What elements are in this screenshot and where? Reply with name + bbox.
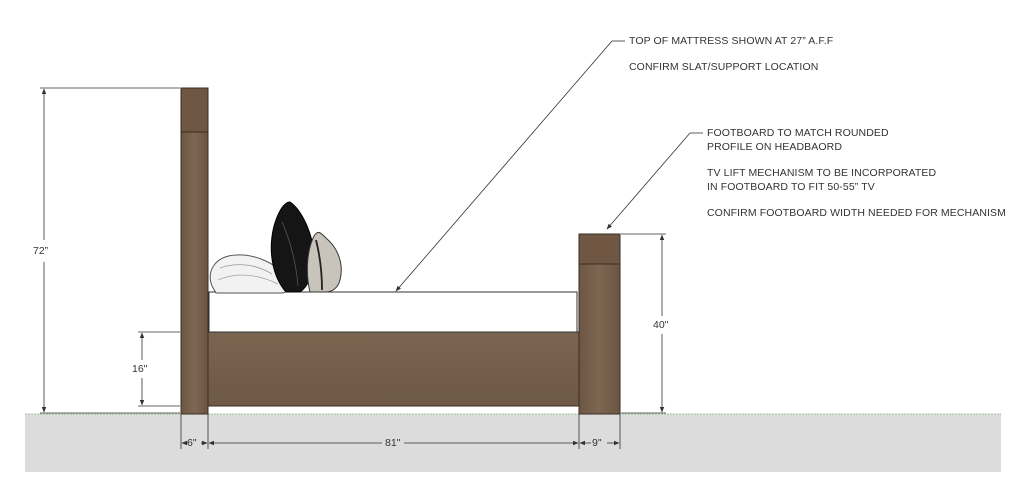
dim-label-81: 81" [385,437,401,449]
pillows [209,201,342,294]
grey-pillow [306,231,342,293]
footboard-cap [578,233,621,265]
footboard-profile-note-2: PROFILE ON HEADBAORD [707,141,843,153]
mattress [208,291,578,333]
dim-label-72: 72” [33,245,49,257]
leader-mattress [395,40,625,292]
footboard-profile-note-1: FOOTBOARD TO MATCH ROUNDED [707,127,889,139]
dimension-footboard-height [621,233,666,414]
slat-support-note: CONFIRM SLAT/SUPPORT LOCATION [629,61,819,73]
dim-label-16: 16" [132,363,148,375]
dim-label-40: 40" [653,319,669,331]
tv-lift-note-1: TV LIFT MECHANISM TO BE INCORPORATED [707,167,937,179]
leader-footboard [606,132,703,230]
headboard-cap [180,87,209,133]
footboard-width-note: CONFIRM FOOTBOARD WIDTH NEEDED FOR MECHA… [707,207,1006,219]
mattress-height-note: TOP OF MATTRESS SHOWN AT 27” A.F.F [629,35,834,47]
dim-label-6: 6" [187,437,197,449]
dimension-bottom [180,414,621,449]
headboard-post [180,87,209,415]
tv-lift-note-2: IN FOOTBOARD TO FIT 50-55” TV [707,181,875,193]
side-rail [207,331,580,407]
dimension-rail-height [138,331,180,407]
dim-label-9: 9" [592,437,602,449]
dimension-headboard-height [40,87,180,414]
